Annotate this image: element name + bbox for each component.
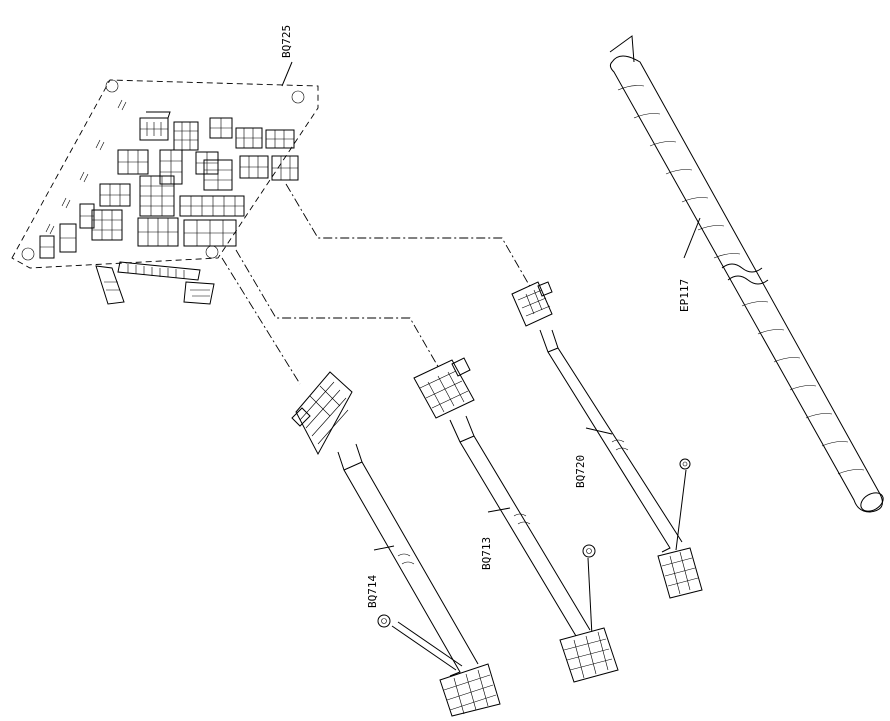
harness-a-part-number: BQ714 bbox=[366, 575, 379, 608]
harness-bq720 bbox=[511, 281, 703, 599]
mounting-hole bbox=[21, 247, 35, 261]
silkscreen-marks bbox=[45, 99, 127, 235]
spiral-wrap bbox=[609, 35, 884, 513]
label-harness-c: BQ720 bbox=[574, 427, 613, 488]
label-harness-a: BQ714 bbox=[366, 545, 395, 608]
mounting-hole bbox=[291, 90, 305, 104]
circuit-board bbox=[11, 79, 319, 305]
explode-lines bbox=[221, 183, 533, 385]
label-wrap: EP117 bbox=[678, 217, 701, 312]
wrap-part-number: EP117 bbox=[678, 279, 691, 312]
harness-bq714 bbox=[291, 371, 501, 717]
board-connectors bbox=[39, 111, 299, 259]
harness-b-part-number: BQ713 bbox=[480, 537, 493, 570]
harness-bq713 bbox=[413, 357, 619, 683]
board-part-number: BQ725 bbox=[280, 25, 293, 58]
mounting-hole bbox=[105, 79, 119, 93]
board-ribbon-connector bbox=[95, 261, 215, 305]
mounting-hole bbox=[205, 245, 219, 259]
harness-c-part-number: BQ720 bbox=[574, 455, 587, 488]
label-board: BQ725 bbox=[280, 25, 293, 87]
label-harness-b: BQ713 bbox=[480, 507, 511, 570]
wrap-coils bbox=[617, 85, 865, 475]
